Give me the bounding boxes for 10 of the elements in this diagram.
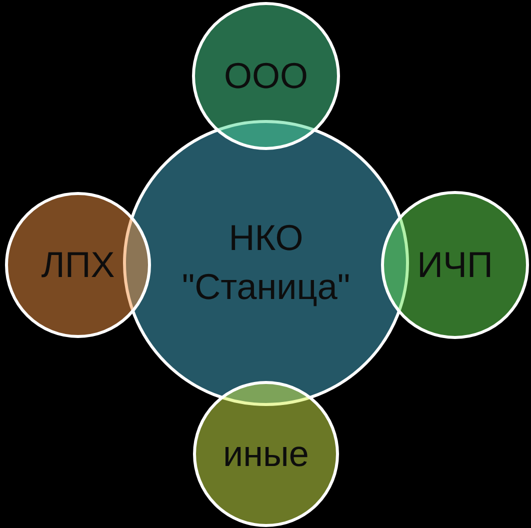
venn-circle — [192, 2, 340, 150]
venn-circle — [5, 192, 151, 338]
circle-label: НКО "Станица" — [180, 216, 352, 309]
circle-label: ИЧП — [417, 242, 493, 287]
venn-circle — [193, 381, 339, 527]
circle-label: ООО — [224, 54, 308, 98]
circle-label: ЛПХ — [41, 242, 115, 287]
venn-circle — [123, 120, 409, 406]
circle-label: иные — [223, 432, 309, 476]
venn-circle — [381, 191, 529, 339]
